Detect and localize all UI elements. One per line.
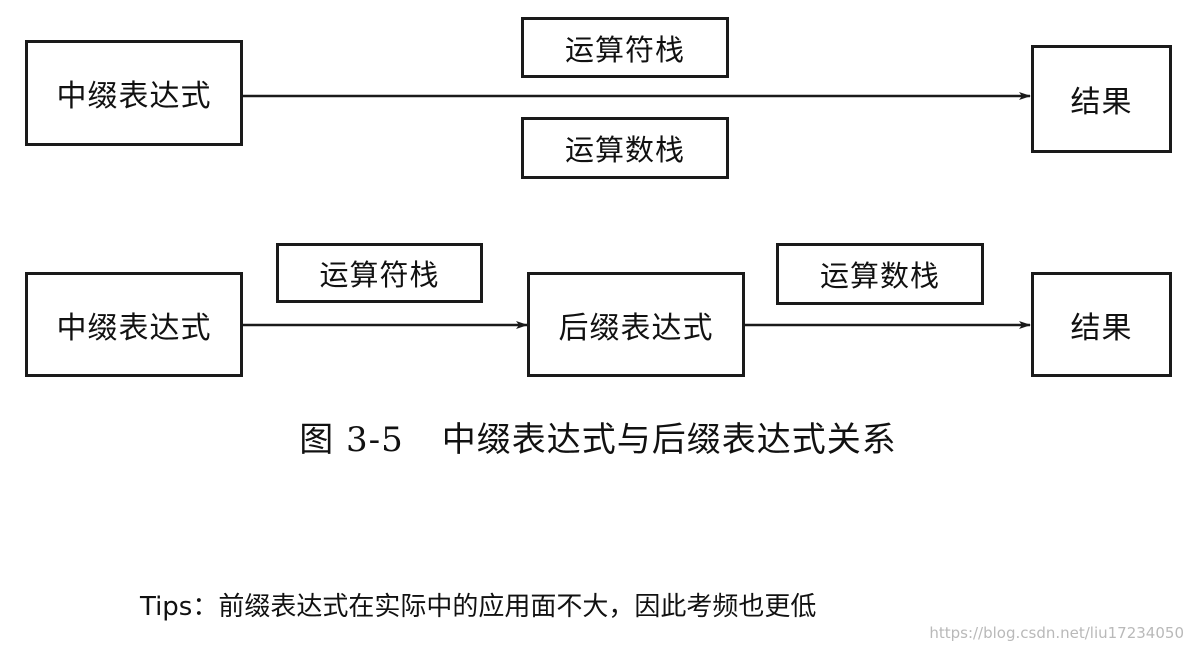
- row1-operator-stack-label: 运算符栈: [564, 32, 685, 67]
- row2-operator-stack-label-box: 运算符栈: [276, 243, 483, 303]
- row1-operand-stack-label-box: 运算数栈: [521, 117, 729, 179]
- tips-text: Tips：前缀表达式在实际中的应用面不大，因此考频也更低: [140, 592, 817, 622]
- row2-result-box: 结果: [1031, 272, 1172, 377]
- row2-operator-stack-label: 运算符栈: [319, 258, 440, 292]
- row2-result-label: 结果: [1070, 310, 1133, 346]
- figure-caption: 图 3-5 中缀表达式与后缀表达式关系: [0, 412, 1196, 461]
- row1-result-box: 结果: [1031, 45, 1172, 153]
- row2-infix-expression-box: 中缀表达式: [25, 272, 243, 377]
- figure-title: 中缀表达式与后缀表达式关系: [441, 420, 897, 460]
- watermark-url: https://blog.csdn.net/liu17234050: [929, 624, 1184, 642]
- row1-operand-stack-label: 运算数栈: [564, 133, 685, 167]
- row1-operator-stack-label-box: 运算符栈: [521, 17, 729, 78]
- row1-infix-expression-label: 中缀表达式: [56, 79, 212, 114]
- row2-operand-stack-label-box: 运算数栈: [776, 243, 984, 305]
- row2-postfix-expression-box: 后缀表达式: [527, 272, 745, 377]
- row1-result-label: 结果: [1070, 85, 1133, 120]
- row2-postfix-expression-label: 后缀表达式: [558, 310, 714, 346]
- row1-infix-expression-box: 中缀表达式: [25, 40, 243, 146]
- row2-operand-stack-label: 运算数栈: [819, 259, 940, 293]
- row2-infix-expression-label: 中缀表达式: [56, 310, 212, 346]
- figure-number: 图 3-5: [299, 420, 404, 460]
